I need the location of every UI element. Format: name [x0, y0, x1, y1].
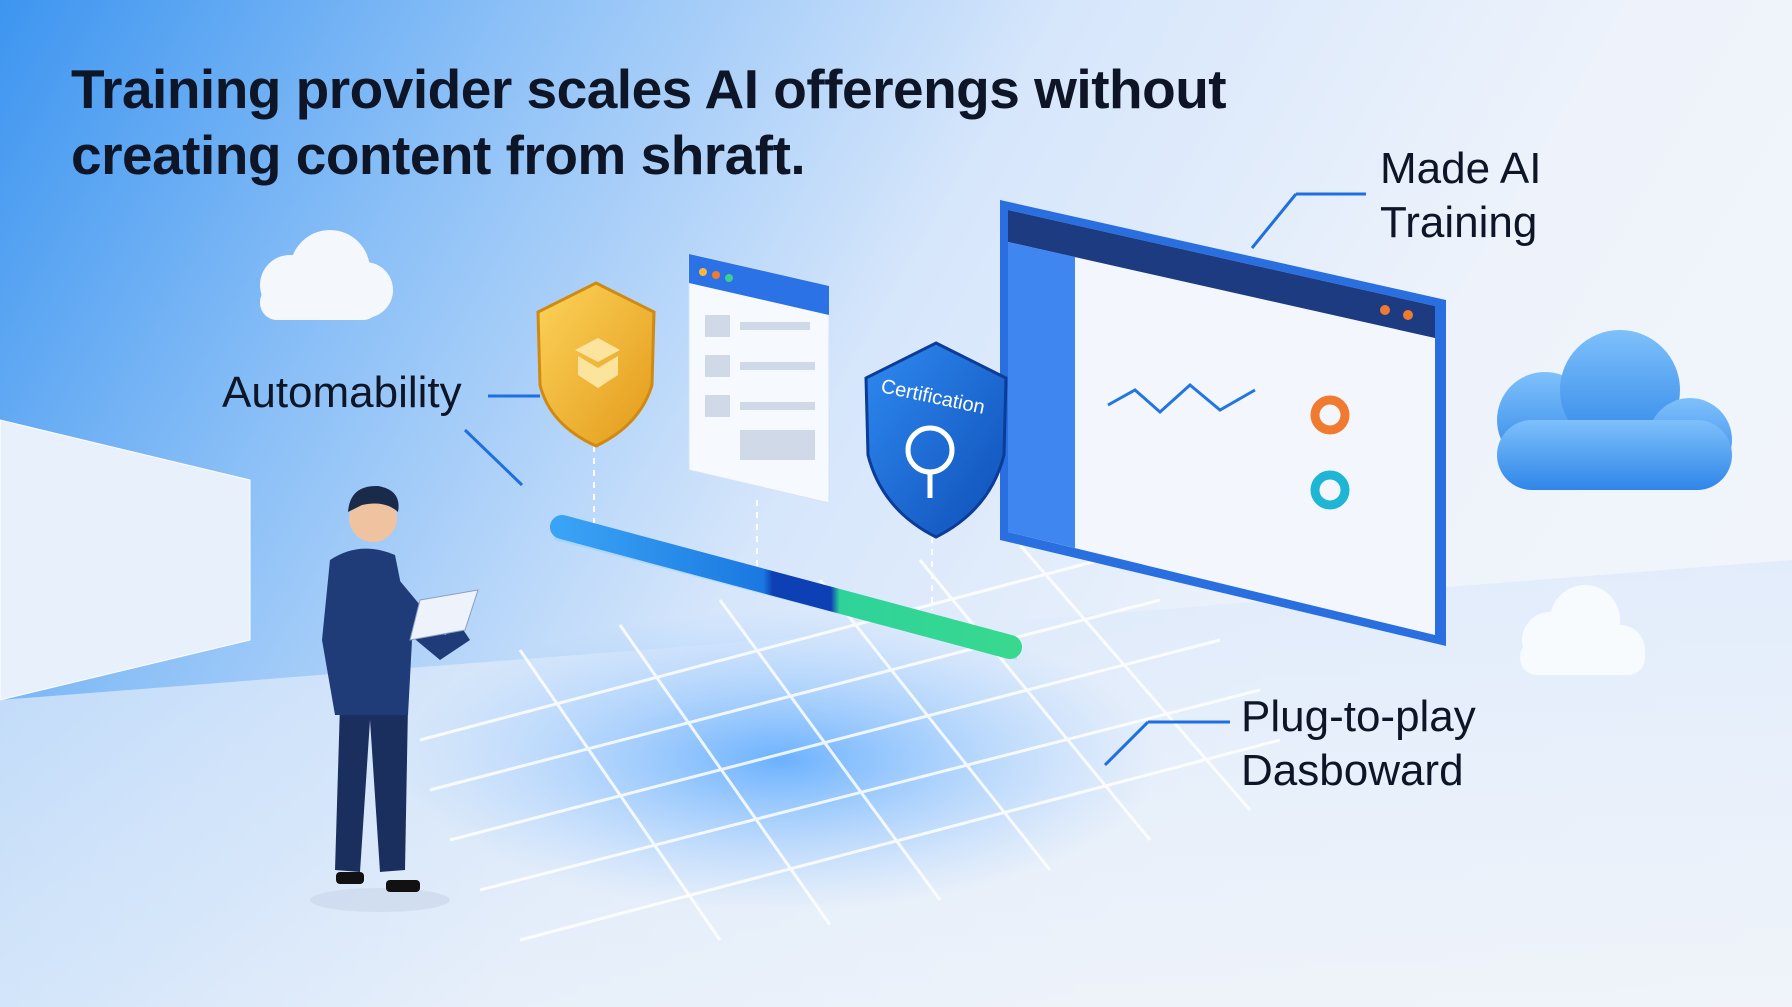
plug-to-play-label: Plug-to-play Dasboward [1241, 690, 1476, 798]
document-window-icon [688, 253, 830, 504]
teal-donut-chart [1310, 470, 1350, 510]
platform-block [0, 419, 251, 701]
certification-shield-icon [864, 341, 1008, 539]
cloud-icon [260, 230, 393, 320]
page-title: Training provider scales AI offerengs wi… [71, 56, 1227, 188]
gold-shield-icon [536, 281, 656, 448]
label-line: Made AI [1380, 144, 1542, 193]
orange-donut-chart [1310, 395, 1350, 435]
title-line-1: Training provider scales AI offerengs wi… [71, 58, 1227, 120]
floor-glow [400, 610, 1160, 910]
floor-grid [419, 544, 1281, 942]
made-ai-training-label: Made AI Training [1380, 142, 1541, 250]
dashboard-titlebar [1008, 210, 1435, 338]
automability-connector [463, 428, 524, 487]
businessman-figure [310, 485, 479, 912]
title-line-2: creating content from shraft. [71, 124, 806, 186]
dashboard-sidebar [1008, 242, 1075, 548]
progress-bar [550, 515, 1022, 660]
label-line: Plug-to-play [1241, 692, 1476, 741]
label-line: Dasboward [1241, 746, 1464, 795]
cloud-icon [1520, 585, 1645, 675]
dashboard-line-chart [1107, 383, 1256, 415]
cloud-icon [1497, 330, 1732, 490]
dashboard-window [1000, 200, 1446, 646]
automability-label: Automability [222, 368, 462, 417]
label-line: Training [1380, 198, 1538, 247]
